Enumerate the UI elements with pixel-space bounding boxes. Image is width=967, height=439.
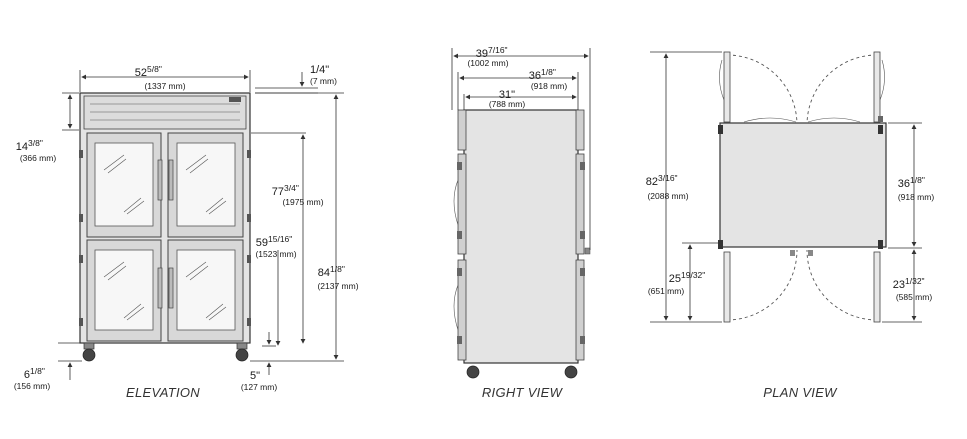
door-width-mm: (585 mm) — [896, 292, 933, 302]
overall-height-mm: (2137 mm) — [317, 281, 358, 291]
right-view: 39 7/16" (1002 mm) 36 1/8" (918 mm) 31" … — [451, 45, 591, 400]
floor-gap-mm: (127 mm) — [241, 382, 278, 392]
glass-lower-left — [94, 249, 154, 331]
louver-panel — [83, 95, 247, 130]
open-door-top-left — [723, 51, 731, 123]
caster-height-frac: 1/8" — [30, 366, 45, 376]
lower-height-mm: (1523 mm) — [255, 249, 296, 259]
front-clearance-label: 25 — [669, 273, 681, 285]
cabinet-side — [463, 109, 579, 364]
elevation-view: 52 5/8" (1337 mm) 1/4" (7 mm) 14 3/8" (3… — [14, 64, 359, 400]
opening-height-mm: (1975 mm) — [282, 197, 323, 207]
front-clearance-mm: (651 mm) — [648, 286, 685, 296]
caster-left — [82, 348, 96, 362]
handle-lower-right — [168, 267, 174, 309]
plan-view-caption: PLAN VIEW — [763, 385, 838, 400]
lower-height-frac: 15/16" — [268, 234, 292, 244]
opening-height-frac: 3/4" — [284, 183, 299, 193]
opening-height-label: 77 — [272, 186, 284, 198]
inner-depth-label: 31" — [499, 89, 515, 101]
elevation-width-frac: 5/8" — [147, 64, 162, 74]
door-width-label: 23 — [893, 279, 905, 291]
swing-arc-bottom-right — [806, 249, 878, 321]
front-clearance-frac: 19/32" — [681, 270, 705, 280]
header-height-frac: 3/8" — [28, 138, 43, 148]
elevation-width-mm: (1337 mm) — [144, 81, 185, 91]
cabinet-depth-label: 36 — [529, 70, 541, 82]
elevation-caption: ELEVATION — [126, 385, 200, 400]
lower-height-label: 59 — [256, 237, 268, 249]
overall-depth-label: 39 — [476, 48, 488, 60]
swing-arc-bottom-left — [726, 249, 798, 321]
inner-depth-mm: (788 mm) — [489, 99, 526, 109]
open-door-top-right — [873, 51, 881, 123]
caster-right — [235, 348, 249, 362]
cabinet-depth-mm: (918 mm) — [531, 81, 568, 91]
right-view-caption: RIGHT VIEW — [482, 385, 564, 400]
control-display — [229, 97, 241, 102]
overall-depth-frac: 7/16" — [488, 45, 508, 55]
door-width-frac: 1/32" — [905, 276, 925, 286]
swing-arc-top-left — [726, 54, 798, 126]
plan-view: 82 3/16" (2088 mm) 25 19/32" (651 mm) 36… — [646, 51, 935, 400]
cabinet-top — [719, 122, 887, 248]
swing-arc-top-right — [806, 54, 878, 126]
open-door-bottom-left — [723, 251, 731, 323]
plan-depth-label: 36 — [898, 178, 910, 190]
caster-height-label: 6 — [24, 369, 30, 381]
handle-upper-right — [168, 159, 174, 201]
top-gap-mm: (7 mm) — [310, 76, 337, 86]
door-swing-frac: 3/16" — [658, 173, 678, 183]
side-caster-right — [564, 365, 578, 379]
top-gap-label: 1/4" — [310, 64, 329, 76]
caster-height-mm: (156 mm) — [14, 381, 51, 391]
overall-height-label: 84 — [318, 267, 330, 279]
handle-lower-left — [157, 267, 163, 309]
door-swing-label: 82 — [646, 176, 658, 188]
side-caster-left — [466, 365, 480, 379]
glass-lower-right — [176, 249, 236, 331]
elevation-width-label: 52 — [135, 67, 147, 79]
floor-gap-label: 5" — [250, 370, 260, 382]
header-height-label: 14 — [16, 141, 28, 153]
header-height-mm: (366 mm) — [20, 153, 57, 163]
glass-upper-right — [176, 142, 236, 227]
plan-depth-mm: (918 mm) — [898, 192, 935, 202]
handle-upper-left — [157, 159, 163, 201]
overall-height-frac: 1/8" — [330, 264, 345, 274]
glass-upper-left — [94, 142, 154, 227]
plan-depth-frac: 1/8" — [910, 175, 925, 185]
open-door-bottom-right — [873, 251, 881, 323]
overall-depth-mm: (1002 mm) — [467, 58, 508, 68]
cabinet-depth-frac: 1/8" — [541, 67, 556, 77]
door-swing-mm: (2088 mm) — [647, 191, 688, 201]
